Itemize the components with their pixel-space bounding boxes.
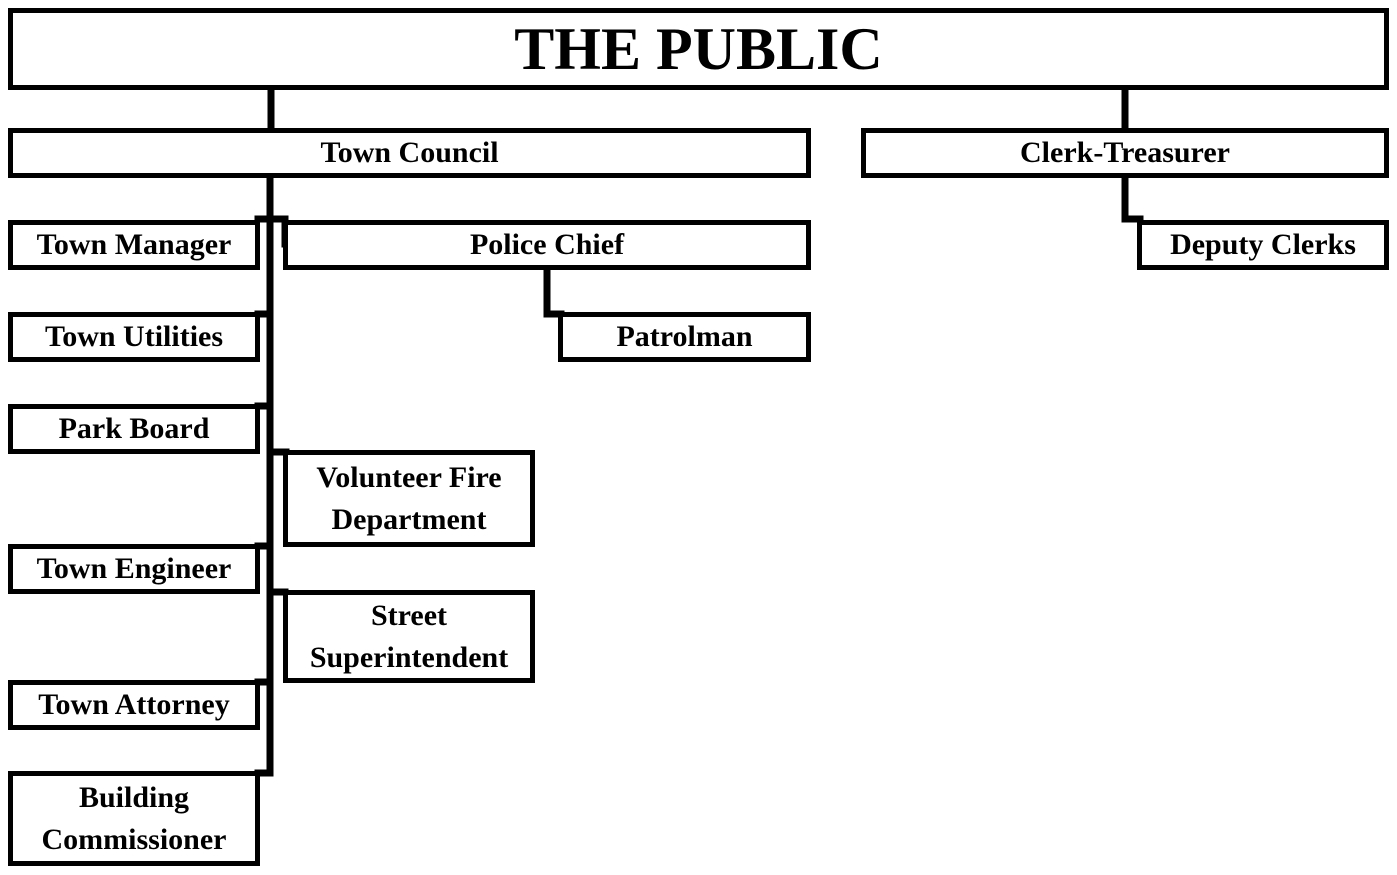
node-label: Town Attorney	[38, 688, 230, 721]
connector-clerk-deputy	[1121, 172, 1144, 223]
node-label: Clerk-Treasurer	[1020, 136, 1230, 169]
node-deputy-clerks: Deputy Clerks	[1137, 220, 1389, 270]
node-label: Patrolman	[616, 320, 753, 353]
node-label: Police Chief	[469, 228, 625, 261]
node-town-engineer: Town Engineer	[8, 544, 260, 594]
node-label: Town Utilities	[44, 320, 224, 353]
node-volunteer-fire-department: Volunteer Fire Department	[283, 450, 535, 547]
node-the-public: THE PUBLIC	[8, 8, 1389, 90]
node-label: Town Council	[320, 136, 499, 169]
node-clerk-treasurer: Clerk-Treasurer	[861, 128, 1389, 178]
node-street-superintendent: Street Superintendent	[283, 590, 535, 683]
node-label-line-1: Street	[370, 598, 448, 632]
node-label: Town Manager	[36, 228, 232, 261]
node-label-line-2: Department	[331, 502, 487, 536]
node-label-line-2: Superintendent	[309, 640, 509, 674]
node-label-line-2: Commissioner	[41, 822, 227, 856]
node-building-commissioner: Building Commissioner	[8, 771, 260, 866]
node-town-council: Town Council	[8, 128, 811, 178]
connector-police-patrolman	[543, 264, 565, 318]
node-label: Town Engineer	[36, 552, 232, 585]
node-patrolman: Patrolman	[558, 312, 811, 362]
node-label-line-1: Volunteer Fire	[316, 460, 502, 494]
node-label: Deputy Clerks	[1170, 228, 1356, 261]
node-police-chief: Police Chief	[283, 220, 811, 270]
node-town-utilities: Town Utilities	[8, 312, 260, 362]
node-town-manager: Town Manager	[8, 220, 260, 270]
node-town-attorney: Town Attorney	[8, 680, 260, 730]
node-label-line-1: Building	[78, 780, 190, 814]
node-label: Park Board	[58, 412, 210, 445]
node-park-board: Park Board	[8, 404, 260, 454]
node-label: THE PUBLIC	[514, 16, 883, 82]
